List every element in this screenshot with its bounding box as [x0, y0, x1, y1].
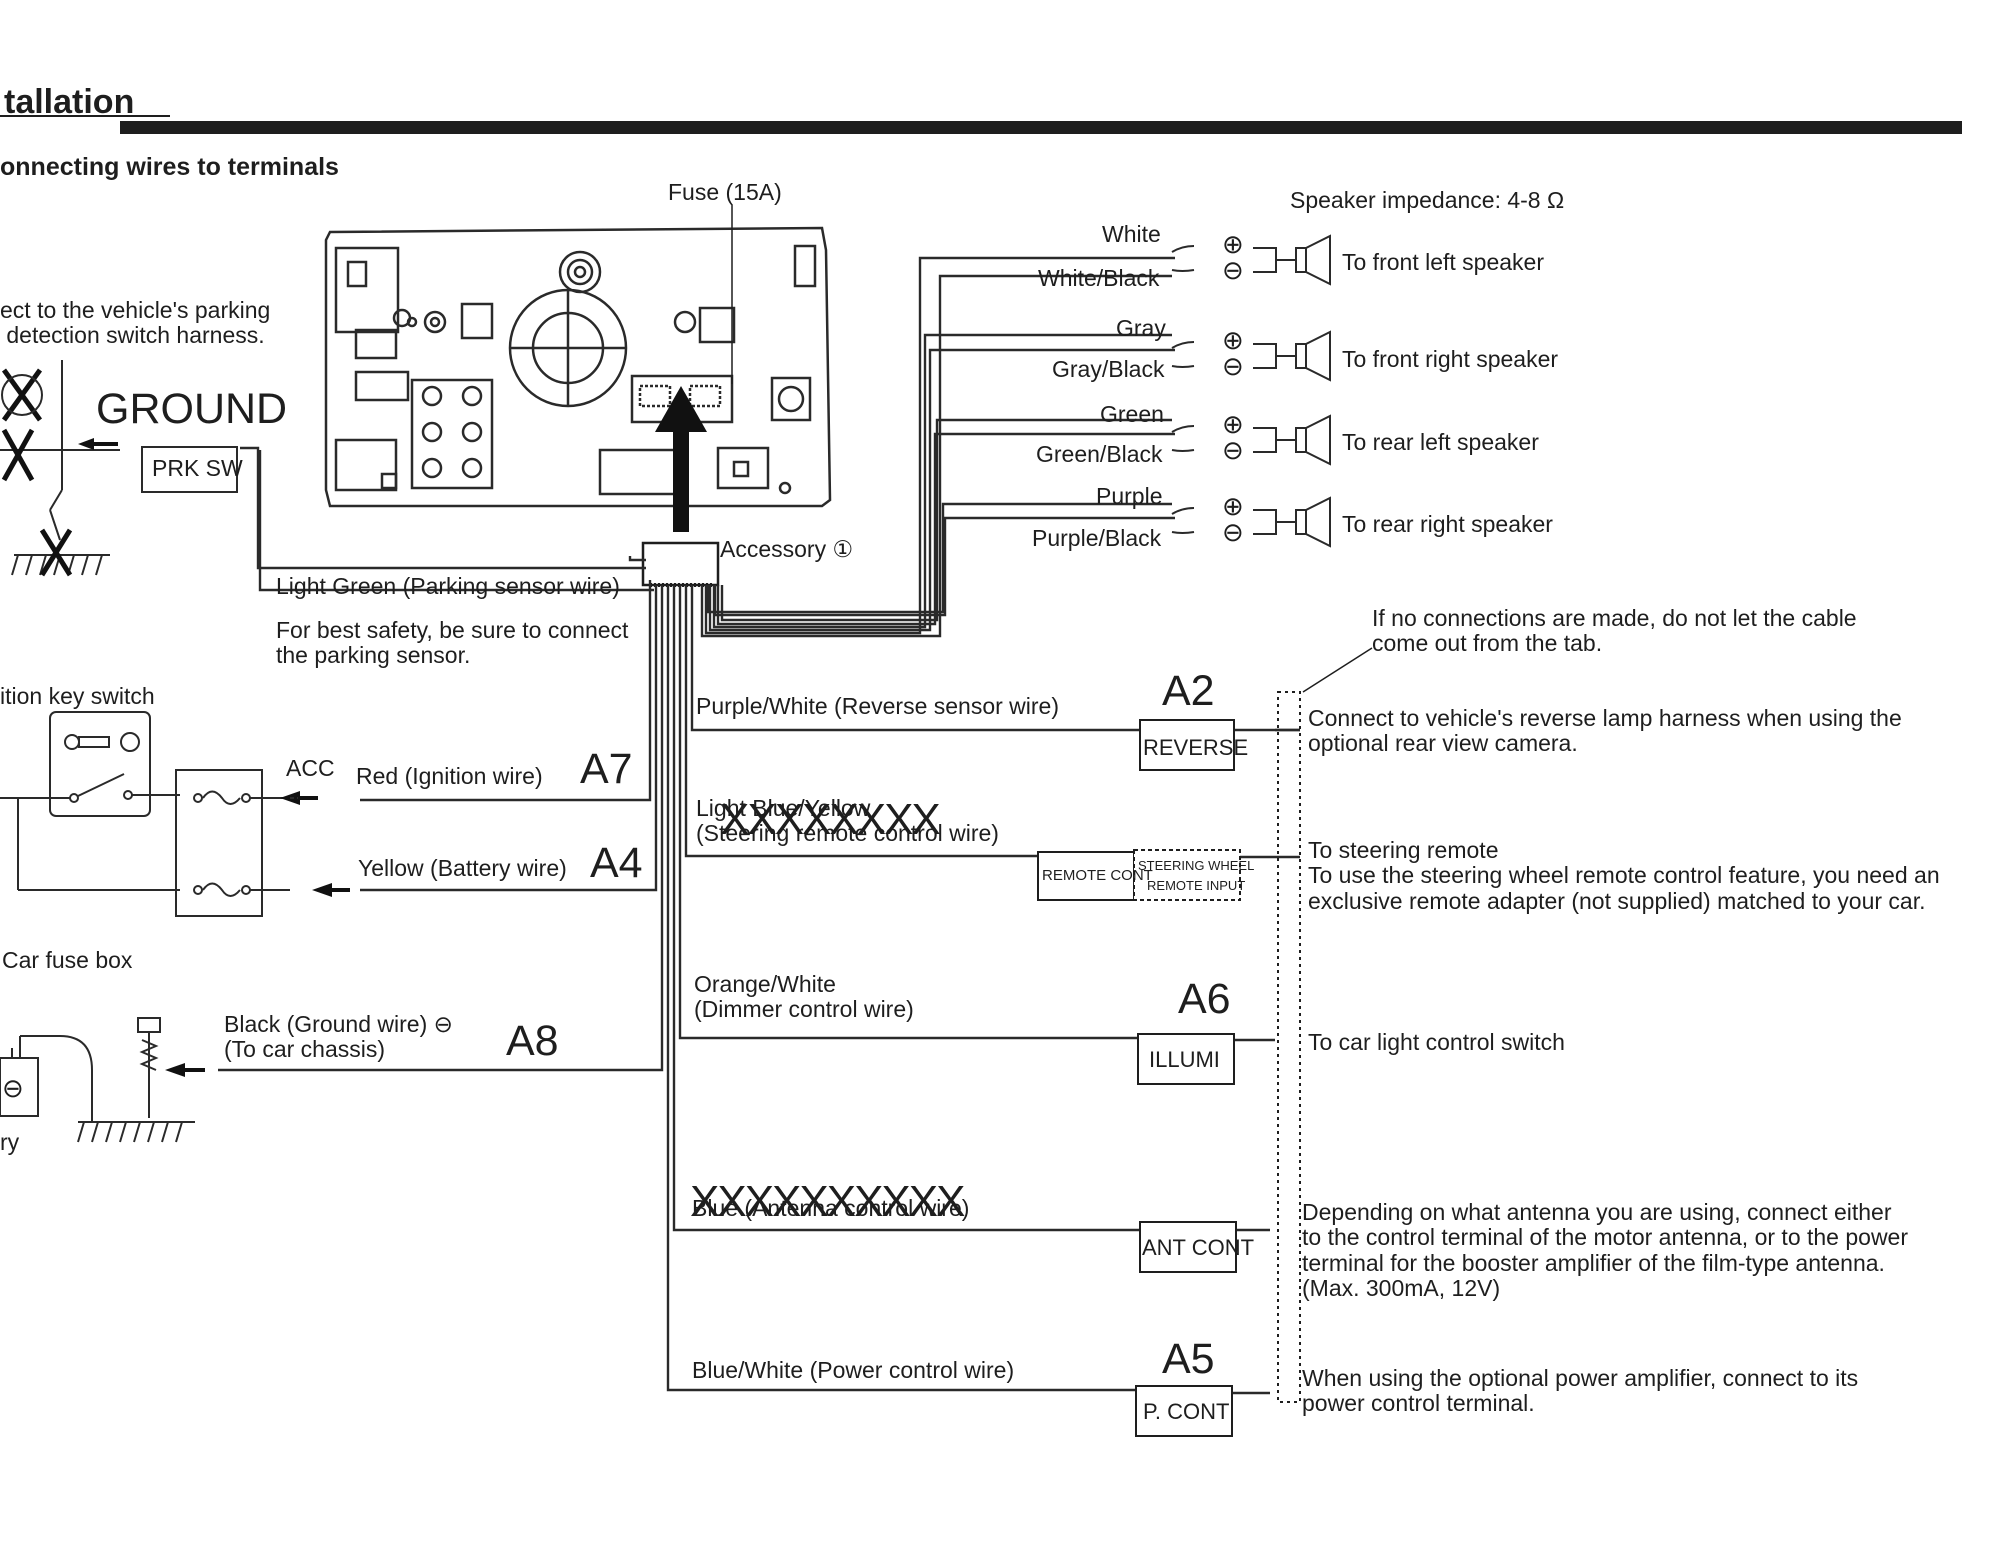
wire-label-power: Blue/White (Power control wire)	[692, 1357, 1015, 1383]
wire-label-steering: Light Blue/Yellow (Steering remote contr…	[696, 795, 999, 847]
acc-label: ACC	[286, 755, 335, 781]
plus-icon: ⊕	[1222, 409, 1244, 439]
yellow-wire-label: Yellow (Battery wire)	[358, 855, 567, 881]
tag-a4: A4	[590, 839, 643, 887]
fuse-label: Fuse (15A)	[668, 179, 782, 205]
tag-a5: A5	[1162, 1335, 1215, 1383]
wire-white: White	[1102, 221, 1161, 247]
terminal-boxes	[1037, 719, 1241, 1437]
head-unit	[324, 226, 832, 508]
tag-a7: A7	[580, 745, 633, 793]
wire-label-antenna: Blue (Antenna control wire)	[692, 1195, 970, 1221]
speaker-wire-bundle	[700, 256, 1175, 638]
wire-purple: Purple	[1096, 483, 1163, 509]
plus-icon: ⊕	[1222, 325, 1244, 355]
tab-note: If no connections are made, do not let t…	[1372, 605, 1857, 657]
fuse-box-label: Car fuse box	[2, 947, 133, 973]
speaker-target-rear-left: To rear left speaker	[1342, 429, 1539, 455]
section-subtitle: onnecting wires to terminals	[0, 153, 339, 181]
desc-reverse: Connect to vehicle's reverse lamp harnes…	[1308, 705, 1902, 757]
desc-power: When using the optional power amplifier,…	[1302, 1365, 1859, 1417]
minus-icon: ⊖	[1222, 255, 1244, 285]
tag-a6: A6	[1178, 975, 1231, 1023]
ground-wire-label: Black (Ground wire) ⊖ (To car chassis)	[224, 1011, 453, 1063]
wire-purple-black: Purple/Black	[1032, 525, 1162, 551]
tag-a2: A2	[1162, 667, 1215, 715]
minus-icon: ⊖	[1222, 435, 1244, 465]
wire-label-reverse: Purple/White (Reverse sensor wire)	[696, 693, 1060, 719]
terminal-illumi: ILLUMI	[1149, 1047, 1220, 1072]
terminal-p-cont: P. CONT	[1143, 1399, 1230, 1424]
ground-label: GROUND	[96, 385, 288, 433]
parking-wire-label: Light Green (Parking sensor wire)	[276, 573, 620, 599]
accessory-arrow	[655, 386, 707, 532]
plus-icon: ⊕	[1222, 229, 1244, 259]
plus-icon: ⊕	[1222, 491, 1244, 521]
speaker-terminals	[1171, 234, 1331, 548]
wire-label-dimmer: Orange/White (Dimmer control wire)	[694, 971, 914, 1023]
strike-steering: XXXXXXXX	[720, 795, 941, 844]
terminal-remote-cont: REMOTE CONT	[1042, 867, 1153, 884]
tab-brackets	[1277, 691, 1301, 1403]
header-rule	[120, 121, 1962, 134]
ignition-switch	[0, 711, 290, 917]
wire-gray-black: Gray/Black	[1052, 356, 1165, 382]
parking-safety-note: For best safety, be sure to connect the …	[276, 617, 629, 669]
minus-icon: ⊖	[2, 1073, 24, 1103]
wire-gray: Gray	[1116, 315, 1166, 341]
wire-green: Green	[1100, 401, 1164, 427]
speaker-target-rear-right: To rear right speaker	[1342, 511, 1553, 537]
desc-antenna: Depending on what antenna you are using,…	[1302, 1199, 1909, 1301]
prk-sw-label: PRK SW	[152, 455, 243, 481]
section-title: tallation	[4, 83, 135, 121]
wire-green-black: Green/Black	[1036, 441, 1163, 467]
terminal-ant-cont: ANT CONT	[1142, 1235, 1255, 1260]
parking-instruction: ect to the vehicle's parking detection s…	[0, 297, 271, 349]
tag-a8: A8	[506, 1017, 559, 1065]
speaker-impedance: Speaker impedance: 4-8 Ω	[1290, 187, 1565, 213]
speaker-target-front-left: To front left speaker	[1342, 249, 1544, 275]
accessory-connector	[641, 541, 720, 587]
desc-steering: To steering remote To use the steering w…	[1308, 837, 1940, 914]
parking-x-marks	[1, 368, 73, 577]
battery-label: ry	[0, 1129, 20, 1155]
ignition-switch-label: ition key switch	[0, 683, 155, 709]
red-wire-label: Red (Ignition wire)	[356, 763, 543, 789]
ground-battery	[0, 1017, 195, 1143]
minus-icon: ⊖	[1222, 351, 1244, 381]
accessory-label: Accessory ①	[720, 536, 854, 562]
terminal-steering-input: STEERING WHEEL REMOTE INPUT	[1138, 858, 1255, 893]
harness-trunk	[218, 446, 1140, 1392]
speaker-target-front-right: To front right speaker	[1342, 346, 1559, 372]
terminal-reverse: REVERSE	[1143, 735, 1249, 760]
wire-white-black: White/Black	[1038, 265, 1160, 291]
minus-icon: ⊖	[1222, 517, 1244, 547]
desc-dimmer: To car light control switch	[1308, 1029, 1565, 1055]
strike-antenna: XXXXXXXXXX	[690, 1177, 965, 1226]
